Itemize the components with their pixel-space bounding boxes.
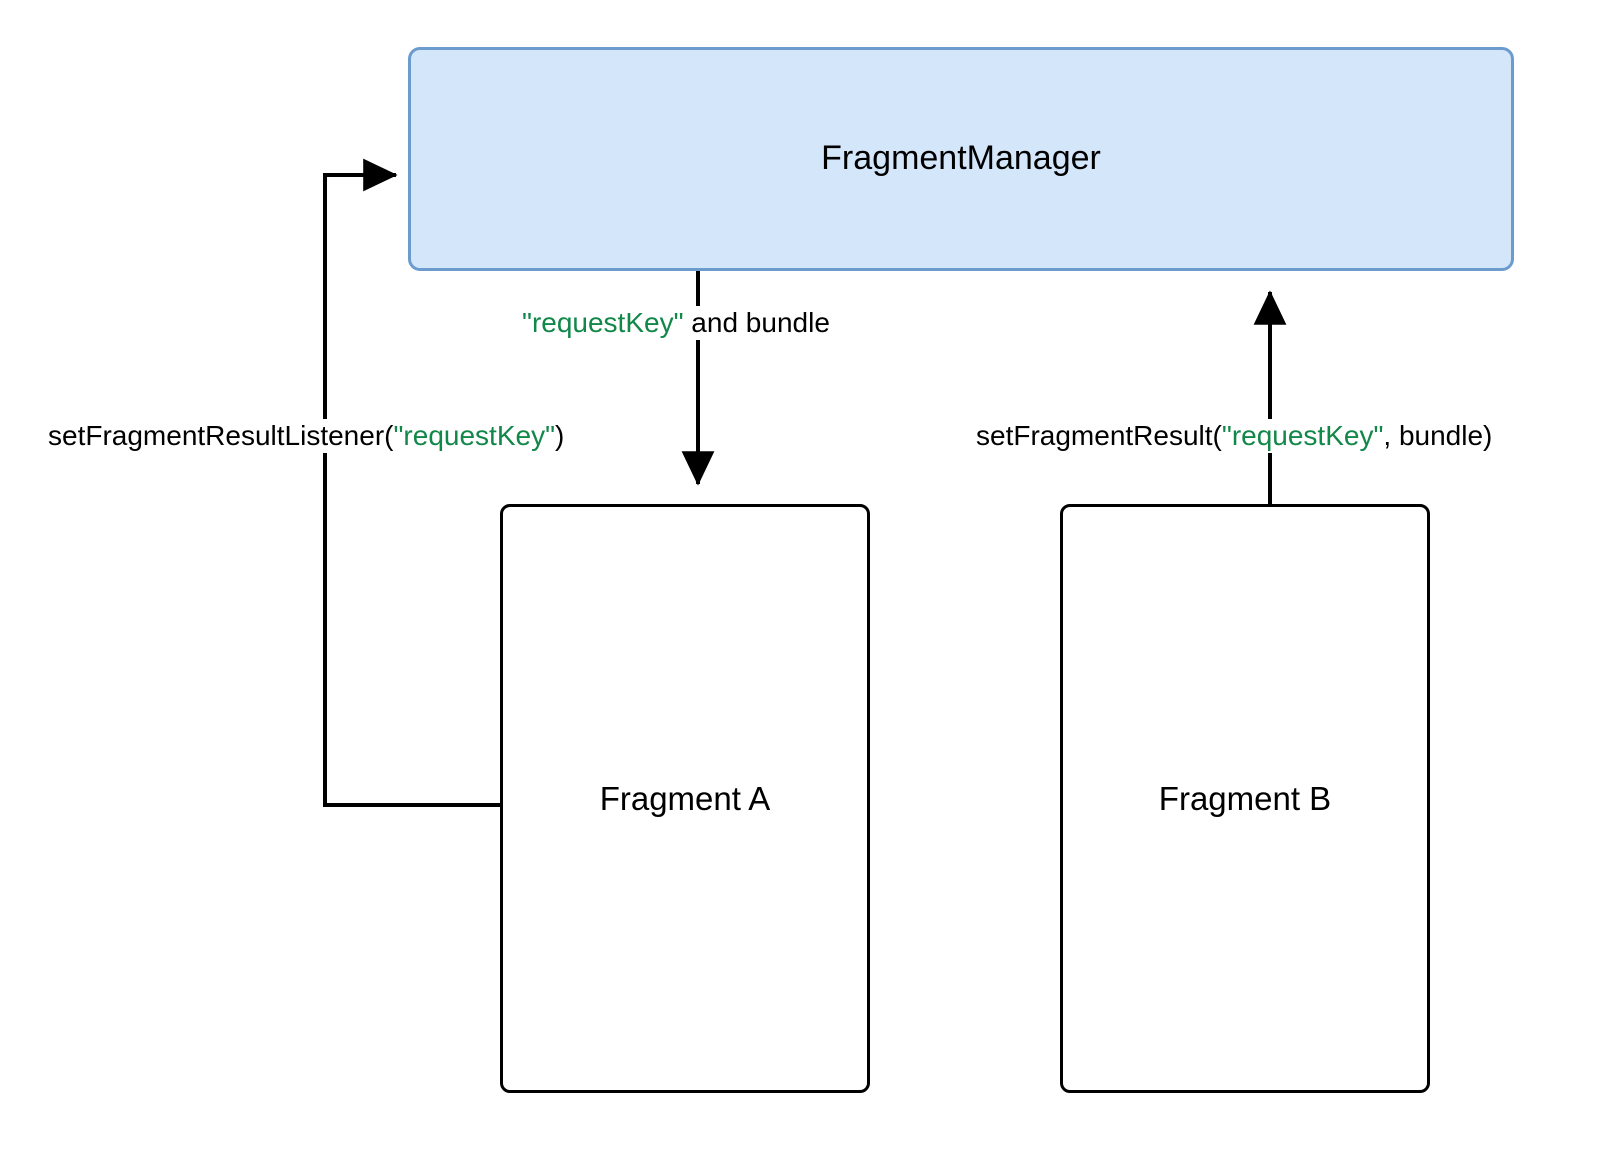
edge-label-listener-prefix: setFragmentResultListener( — [48, 420, 394, 451]
node-fragment-b-label: Fragment B — [1158, 779, 1332, 817]
edge-label-deliver-suffix: and bundle — [683, 307, 830, 338]
edge-label-listener-key: "requestKey" — [393, 420, 556, 451]
node-fragment-a-label: Fragment A — [599, 779, 771, 817]
node-fragment-a[interactable]: Fragment A — [500, 504, 870, 1093]
edge-label-result-prefix: setFragmentResult( — [976, 420, 1222, 451]
node-fragment-b[interactable]: Fragment B — [1060, 504, 1430, 1093]
edge-label-deliver-key: "requestKey" — [522, 307, 684, 338]
node-fragment-manager[interactable]: FragmentManager — [408, 47, 1514, 271]
node-fragment-manager-label: FragmentManager — [821, 139, 1101, 178]
edge-label-result-key: "requestKey" — [1221, 420, 1384, 451]
edge-label-result-suffix: , bundle) — [1383, 420, 1493, 451]
edge-fragment-a-to-manager — [323, 158, 500, 807]
edge-label-fragment-a-to-manager: setFragmentResultListener("requestKey") — [44, 419, 569, 453]
edge-label-manager-to-fragment-a: "requestKey" and bundle — [518, 306, 834, 340]
edge-label-fragment-b-to-manager: setFragmentResult("requestKey", bundle) — [972, 419, 1497, 453]
edge-label-listener-suffix: ) — [555, 420, 565, 451]
